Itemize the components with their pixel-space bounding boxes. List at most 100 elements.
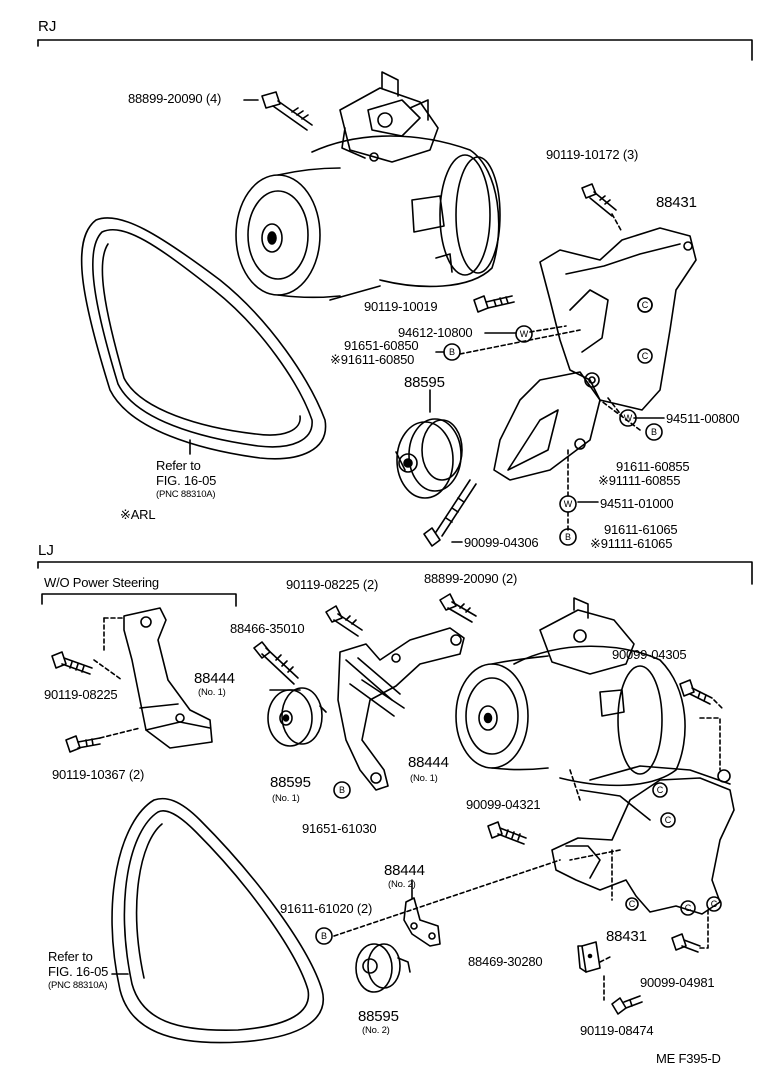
lj-refer-to: Refer to [48,949,93,964]
lj-frame [37,561,753,585]
lj-label-90119-10367: 90119-10367 (2) [52,767,145,782]
rj-marker-b1 [443,343,461,361]
lj-bolt-90119-10367 [65,735,101,753]
lj-marker-c3-text: C [685,903,692,913]
lj-label-91651-61030: 91651-61030 [302,821,377,836]
lj-bracket-88444-no1-wo-ps [93,607,213,749]
lj-label-88899-20090-2: 88899-20090 (2) [424,571,518,586]
lj-marker-b-91611 [315,927,333,945]
rj-marker-b3-text: B [565,532,571,542]
rj-marker-b3 [559,528,577,546]
rj-marker-c2-text: C [642,351,649,361]
section-lj-label: LJ [38,542,54,559]
wo-power-steering-bracket-frame [41,593,237,607]
lj-nut-88469-30280 [577,941,613,1001]
lj-bolt-90099-04321 [487,821,527,845]
section-rj-label: RJ [38,18,57,35]
lj-label-90119-08225: 90119-08225 [44,687,118,702]
lj-bracket-88444-no1 [337,627,465,791]
rj-fig-ref: FIG. 16-05 [156,473,217,488]
rj-bolt-90119-10019 [473,295,515,313]
rj-label-91111-60855: ※91111-60855 [598,473,681,488]
rj-frame [37,39,753,61]
rj-marker-c1-text: C [642,300,649,310]
rj-label-91651-60850: 91651-60850 [344,338,419,353]
lj-marker-c4-text: C [711,899,718,909]
lj-idler-pulley-88595-no2 [355,943,411,993]
rj-v-belt [80,217,327,460]
rj-label-88899-20090: 88899-20090 (4) [128,91,222,106]
rj-label-91611-60855: 91611-60855 [616,459,690,474]
rj-ac-compressor [235,71,501,301]
lj-wo-power-steering: W/O Power Steering [44,575,159,590]
lj-label-88469-30280: 88469-30280 [468,954,543,969]
rj-label-90099-04306: 90099-04306 [464,535,539,550]
rj-marker-b1-text: B [449,347,455,357]
rj-marker-w1-text: W [520,329,529,339]
lj-label-88431: 88431 [606,928,647,945]
rj-label-94511-01000: 94511-01000 [600,496,674,511]
rj-label-94612-10800: 94612-10800 [398,325,473,340]
rj-label-91111-61065: ※91111-61065 [590,536,673,551]
rj-label-88595: 88595 [404,374,445,391]
lj-marker-c1-text: C [657,785,664,795]
rj-bolt-90099-04306 [423,479,477,547]
rj-idler-pulley-88595 [395,418,463,499]
lj-bolt-88466-35010 [253,641,299,685]
rj-arl-note: ※ARL [120,507,156,522]
rj-marker-b2 [645,423,663,441]
lj-pnc-ref: (PNC 88310A) [48,980,108,991]
rj-pnc-ref: (PNC 88310A) [156,489,216,500]
lj-bracket-88444-no2 [403,879,441,947]
lj-ac-compressor [455,597,686,787]
lj-label-90099-04321: 90099-04321 [466,797,541,812]
rj-label-88431: 88431 [656,194,697,211]
lj-label-88595-no1-sub: (No. 1) [272,793,300,804]
lj-dashed-leaders [333,849,621,937]
rj-bracket-88431 [493,227,697,481]
lj-marker-c5-text: C [629,899,636,909]
lj-bolt-90119-08225-center [325,605,363,637]
lj-fig-ref: FIG. 16-05 [48,964,109,979]
rj-marker-c1 [637,297,653,313]
lj-idler-pulley-88595-no1 [267,687,327,747]
marker-letters: W B W B W B C C B B C C C C C [321,300,718,941]
lj-label-90119-08474: 90119-08474 [580,1023,654,1038]
rj-marker-w3 [559,495,577,513]
lj-marker-c2-text: C [665,815,672,825]
rj-marker-w2-text: W [624,413,633,423]
lj-label-90099-04981: 90099-04981 [640,975,715,990]
lj-bolt-90099-04981 [671,909,709,953]
lj-label-90099-04305: 90099-04305 [612,647,687,662]
rj-label-90119-10172: 90119-10172 (3) [546,147,639,162]
rj-refer-to: Refer to [156,458,201,473]
lj-bracket-88431 [551,717,735,916]
lj-marker-b2-text: B [321,931,327,941]
lj-bolt-88899-20090-2 [439,593,477,623]
footer-code: ME F395-D [656,1051,721,1066]
rj-marker-w1 [515,325,533,343]
rj-label-91611-60850: ※91611-60850 [330,352,415,367]
rj-leaders [429,332,665,543]
rj-label-94511-00800: 94511-00800 [666,411,740,426]
lj-label-88444-wo-ps: 88444 [194,670,235,687]
lj-label-90119-08225-2: 90119-08225 (2) [286,577,379,592]
rj-label-91611-61065: 91611-61065 [604,522,678,537]
lj-label-88595-no2-sub: (No. 2) [362,1025,390,1036]
lj-label-88444-no1-sub: (No. 1) [410,773,438,784]
rj-marker-w3-text: W [564,499,573,509]
rj-marker-w2 [619,409,637,427]
lj-bolt-90119-08474 [611,995,643,1015]
lj-label-88444-no2: 88444 [384,862,425,879]
lj-v-belt [111,797,325,1044]
lj-marker-b-91651 [333,781,351,799]
rj-bolt-90119-10172 [581,183,623,233]
lj-label-88444-no1: 88444 [408,754,449,771]
rj-label-90119-10019: 90119-10019 [364,299,438,314]
lj-label-no1-wo-ps: (No. 1) [198,687,226,698]
rj-marker-b2-text: B [651,427,657,437]
lj-label-88466-35010: 88466-35010 [230,621,305,636]
rj-compressor-bolt [243,91,313,131]
lj-bolt-90099-04305 [679,679,723,709]
